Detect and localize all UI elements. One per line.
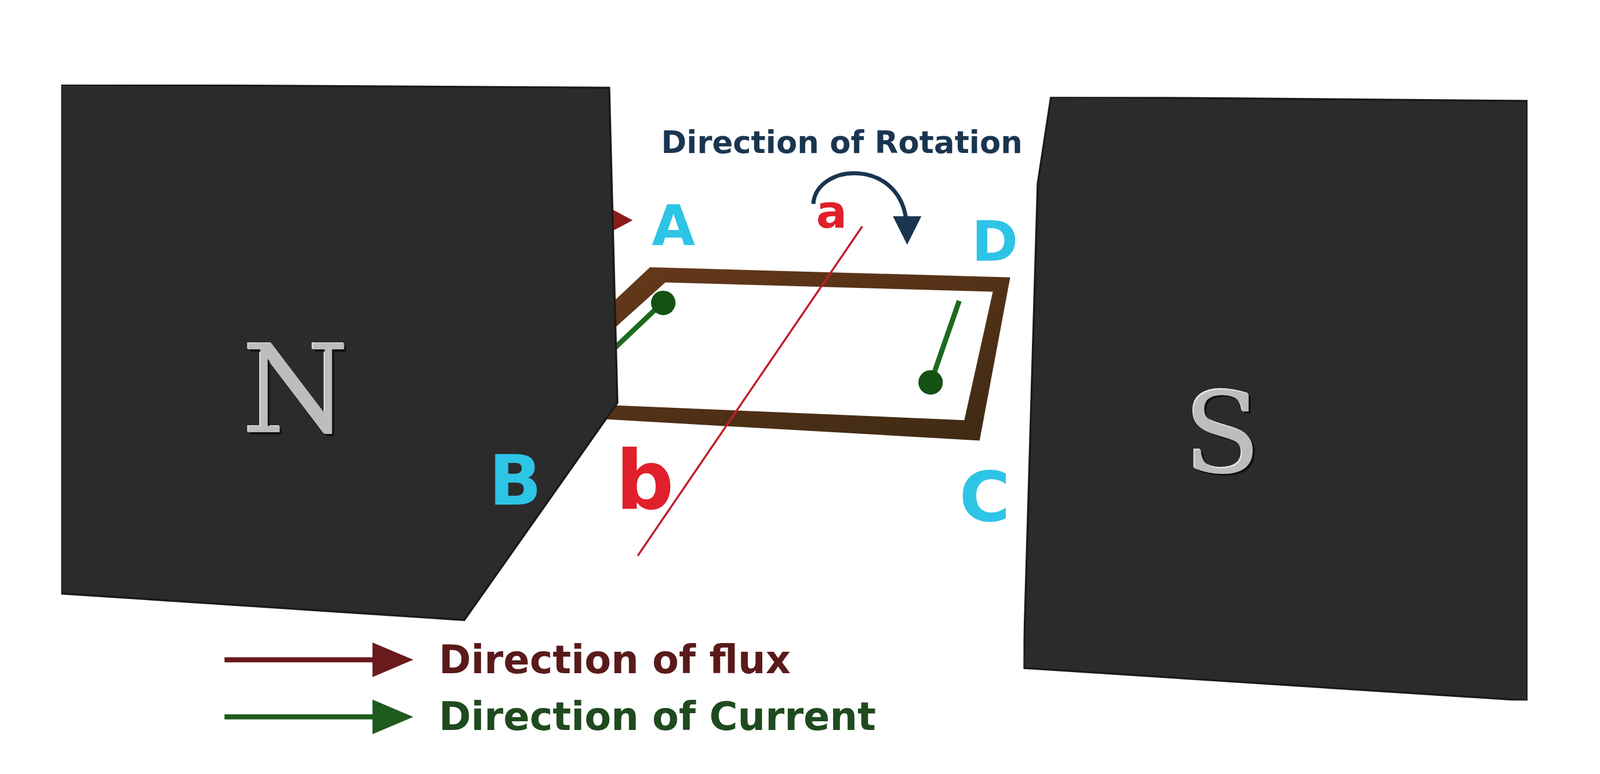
legend-text: Direction of flux xyxy=(438,640,791,680)
legend-current-head xyxy=(372,699,413,735)
pole-letter: N xyxy=(242,329,350,453)
legend-current-sample xyxy=(224,714,386,720)
point-label: A xyxy=(651,198,696,255)
magnet-shape xyxy=(1023,96,1528,701)
point-label: a xyxy=(816,189,847,236)
point-label: B xyxy=(488,446,542,517)
current-dot xyxy=(651,291,676,316)
point-label: b xyxy=(615,440,675,523)
legend-text: Direction of Current xyxy=(438,697,876,737)
legend-flux-sample xyxy=(224,657,386,663)
rotation-label: Direction of Rotation xyxy=(660,127,1023,159)
magnet-block: S xyxy=(1023,96,1528,701)
rotation-arrowhead xyxy=(892,216,922,245)
point-label: C xyxy=(959,463,1011,533)
magnet-block: N xyxy=(61,84,623,623)
pole-letter: S xyxy=(1183,377,1261,490)
point-label: D xyxy=(971,213,1018,271)
current-dot xyxy=(918,370,943,395)
current-pin xyxy=(932,300,960,378)
legend-flux-head xyxy=(372,642,413,678)
